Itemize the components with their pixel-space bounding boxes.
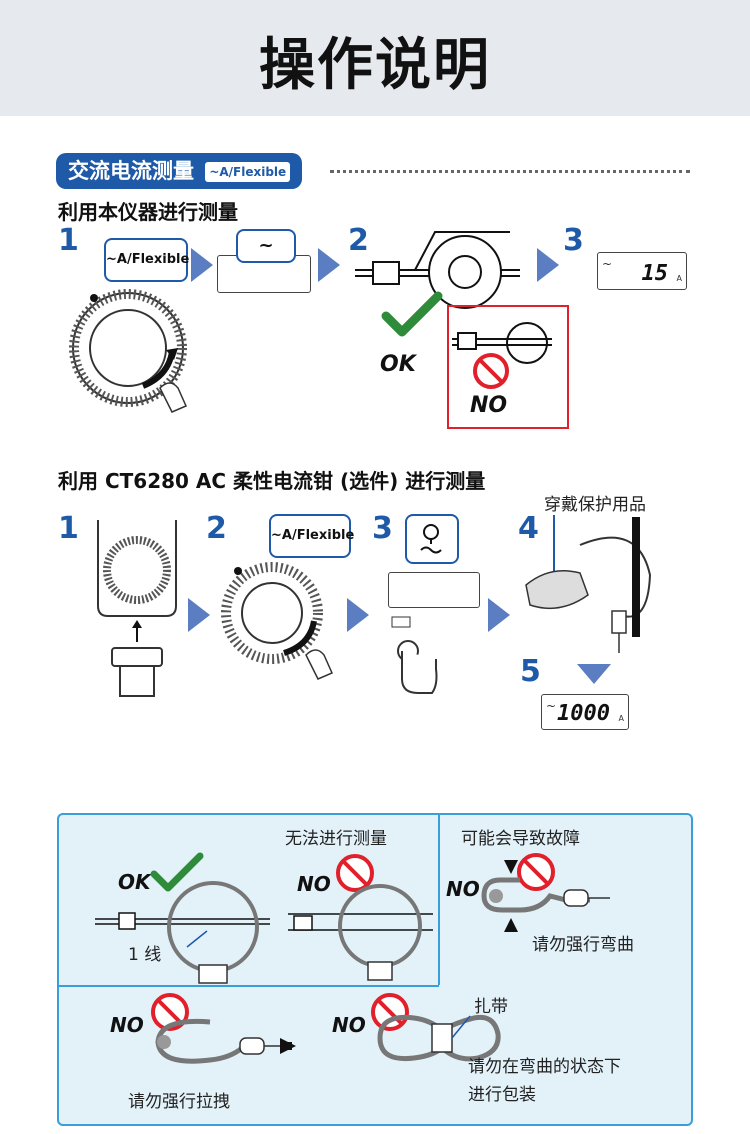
ppe-label: 穿戴保护用品 (544, 495, 646, 515)
checkmark-icon (381, 291, 443, 337)
panel-divider-horizontal (59, 985, 439, 987)
checkmark-icon (150, 852, 204, 892)
step-number-3: 3 (372, 511, 393, 546)
no-bundle-label-line2: 进行包装 (468, 1085, 536, 1105)
no-bend-label: 请勿强行弯曲 (532, 935, 634, 955)
no-pull-label: 请勿强行拉拽 (128, 1092, 230, 1112)
prohibited-icon (336, 854, 374, 892)
dial-mode-bubble: ~A/Flexible (269, 514, 354, 558)
panel-divider-vertical (438, 815, 440, 985)
lcd-unit: A (618, 714, 624, 723)
arrow-right-icon (537, 248, 559, 282)
pill-mode: ~A/Flexible (205, 162, 291, 182)
step-number-2: 2 (348, 223, 369, 258)
no-example-box (447, 305, 569, 429)
subtitle-instrument: 利用本仪器进行测量 (58, 200, 238, 224)
one-wire-label: 1 线 (128, 945, 162, 965)
prohibited-icon (151, 993, 189, 1031)
section-pill-ac-current: 交流电流测量 ~A/Flexible (56, 153, 303, 189)
arrow-right-icon (488, 598, 510, 632)
step-number-4: 4 (518, 511, 539, 546)
page-title: 操作说明 (259, 33, 491, 98)
no-label: NO (332, 1013, 366, 1037)
gloved-hand-clamp-icon (525, 515, 652, 653)
prohibited-icon (517, 853, 555, 891)
lcd-reading: 1000 (557, 701, 610, 726)
step-number-5: 5 (520, 654, 541, 689)
rotary-dial-icon (221, 562, 333, 680)
no-bundle-label-line1: 请勿在弯曲的状态下 (468, 1057, 621, 1077)
step-number-3: 3 (563, 223, 584, 258)
arrow-down-icon (577, 664, 611, 684)
ok-label: OK (380, 352, 416, 377)
clamp-wrong-icon (452, 322, 552, 364)
header-banner: 操作说明 (0, 0, 750, 116)
ac-tilde-icon: ~ (602, 257, 613, 271)
ac-tilde-icon: ~ (546, 699, 557, 713)
lcd-display-reading: ~ 15 A (597, 252, 687, 290)
clamp-on-wire-icon (355, 231, 520, 309)
no-label: NO (446, 877, 480, 901)
dial-mode-bubble: ~A/Flexible (104, 238, 189, 282)
step-number-1: 1 (58, 511, 79, 546)
step-number-1: 1 (58, 223, 79, 258)
bundled-cable-icon (377, 1014, 501, 1062)
pill-label: 交流电流测量 (68, 159, 194, 183)
lcd-mode-bubble: ~ (236, 229, 296, 263)
bent-cable-icon (481, 860, 610, 932)
prohibited-icon (473, 353, 509, 389)
cable-tie-label: 扎带 (474, 997, 508, 1017)
no-label: NO (470, 393, 508, 418)
step-number-2: 2 (206, 511, 227, 546)
lcd-display-reading: ~ 1000 A (541, 694, 629, 730)
dotted-divider (330, 170, 690, 173)
ok-label: OK (118, 870, 151, 894)
instrument-top-icon (97, 520, 177, 697)
arrow-right-icon (191, 248, 213, 282)
arrow-right-icon (347, 598, 369, 632)
pulled-cable-icon (155, 1018, 296, 1064)
flex-mode-bubble (405, 514, 459, 564)
arrow-right-icon (318, 248, 340, 282)
may-fault-label: 可能会导致故障 (461, 829, 580, 849)
lcd-display-blank (388, 572, 480, 608)
rotary-dial-icon (69, 289, 187, 413)
press-button-icon (391, 616, 438, 694)
no-label: NO (110, 1013, 144, 1037)
flex-loop-two-wires-icon (288, 884, 433, 981)
cannot-measure-label: 无法进行测量 (285, 829, 387, 849)
prohibited-icon (371, 993, 409, 1031)
arrow-right-icon (188, 598, 210, 632)
lcd-unit: A (676, 274, 682, 283)
lcd-reading: 15 (641, 261, 669, 286)
subtitle-flexible-clamp: 利用 CT6280 AC 柔性电流钳 (选件) 进行测量 (58, 469, 486, 493)
flex-loop-ok-icon (95, 881, 270, 984)
flexible-clamp-icon (420, 524, 442, 554)
no-label: NO (297, 872, 331, 896)
